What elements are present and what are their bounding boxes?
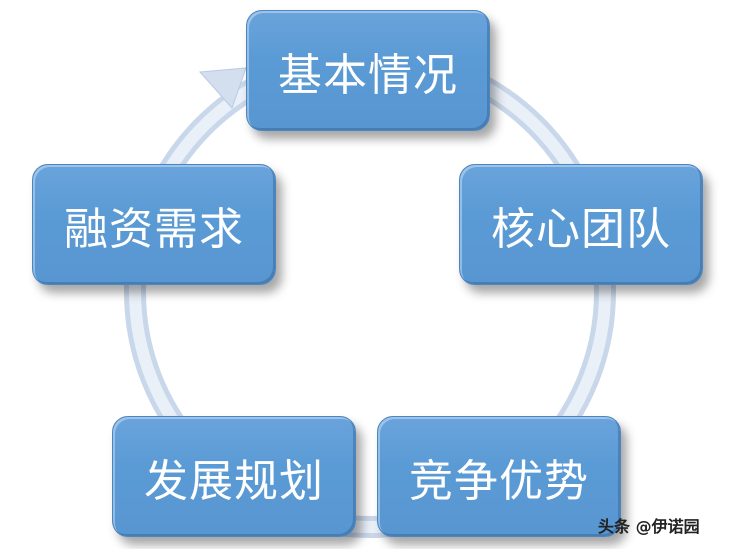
node-label: 基本情况 xyxy=(278,49,458,101)
node-label: 核心团队 xyxy=(491,203,671,255)
node-label: 发展规划 xyxy=(144,455,324,507)
node-basic-info: 基本情况 xyxy=(246,10,490,131)
arrow-head-icon xyxy=(198,67,247,109)
watermark: 头条 @伊诺园 xyxy=(598,517,700,536)
node-development-plan: 发展规划 xyxy=(112,416,356,537)
node-core-team: 核心团队 xyxy=(459,164,703,285)
node-competitive-advantage: 竞争优势 xyxy=(377,416,621,537)
node-label: 竞争优势 xyxy=(409,455,589,507)
node-financing-needs: 融资需求 xyxy=(32,164,276,285)
node-label: 融资需求 xyxy=(64,203,244,255)
